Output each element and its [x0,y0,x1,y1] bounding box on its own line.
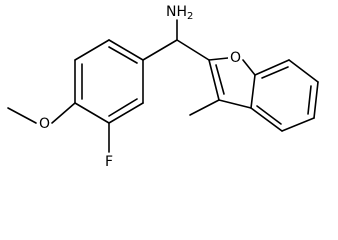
double-bond-inner [108,46,138,64]
bond [208,59,220,101]
amine-label: NH2 [166,4,193,22]
bond [74,102,110,124]
bond [108,102,144,124]
methyl-bond [189,99,220,116]
bond [208,57,229,61]
bond [51,102,76,124]
double-bond-inner [256,105,282,125]
furan-oxygen-label: O [230,50,241,66]
methyl-bond [7,107,37,124]
bond [254,59,290,76]
methoxy-oxygen-label: O [39,116,50,132]
bond [288,59,319,83]
bond [313,81,319,119]
bond [242,59,256,76]
atom-label-furan-oxygen: O [228,49,242,66]
bond [218,99,252,109]
structure-canvas: NH2 O O F [7,2,319,170]
furan-ring [208,57,256,109]
bond [74,39,110,61]
bond [142,39,178,61]
double-bond-inner [108,98,138,117]
bond [281,117,315,132]
bond [250,107,283,132]
atom-label-amine: NH2 [164,2,193,22]
benzo-ring [250,59,319,132]
bond [250,74,256,109]
double-bond-inner [307,85,312,115]
double-bond-inner [215,64,225,95]
bond [108,39,144,61]
atom-label-fluorine: F [104,153,116,170]
fluorine-label: F [105,154,113,170]
bond [176,39,210,61]
molecule-structure: NH2 O O F [7,2,319,170]
phenyl-ring [74,39,144,124]
atom-label-methoxy-oxygen: O [37,115,51,132]
double-bond-inner [261,66,289,79]
